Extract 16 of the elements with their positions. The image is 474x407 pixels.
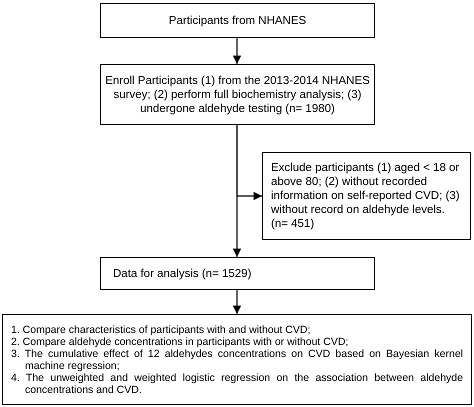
process-box xyxy=(262,152,471,240)
box-text: 2. Compare aldehyde concentrations in participants with or without CVD; xyxy=(11,336,348,348)
arrow xyxy=(232,38,242,64)
process-box xyxy=(2,314,472,405)
arrow xyxy=(232,290,242,314)
box-text: Enroll Participants (1) from the 2013-2014 NHANES survey; (2) perform full biochemistry analysis; (3) undergone aldehyde testing (n= 1980) xyxy=(104,74,371,116)
process-box xyxy=(100,64,375,125)
box-text: Data for analysis (n= 1529) xyxy=(113,266,252,280)
process-box xyxy=(100,257,375,290)
box-text: 4. The unweighted and weighted logistic regression on the association between aldehyde concentrations and CVD. xyxy=(11,372,463,396)
box-text: 1. Compare characteristics of participants with and without CVD; xyxy=(11,324,310,336)
process-box xyxy=(100,3,375,38)
box-text: 3. The cumulative effect of 12 aldehydes concentrations on CVD based on Bayesian kernel machine regression; xyxy=(11,348,463,372)
box-text: Exclude participants (1) aged < 18 or above 80; (2) without recorded information on self-reported CVD; (3) without record on aldehyde levels. (n= 451) xyxy=(271,161,461,231)
box-text: Participants from NHANES xyxy=(168,14,306,28)
arrow xyxy=(232,125,242,257)
